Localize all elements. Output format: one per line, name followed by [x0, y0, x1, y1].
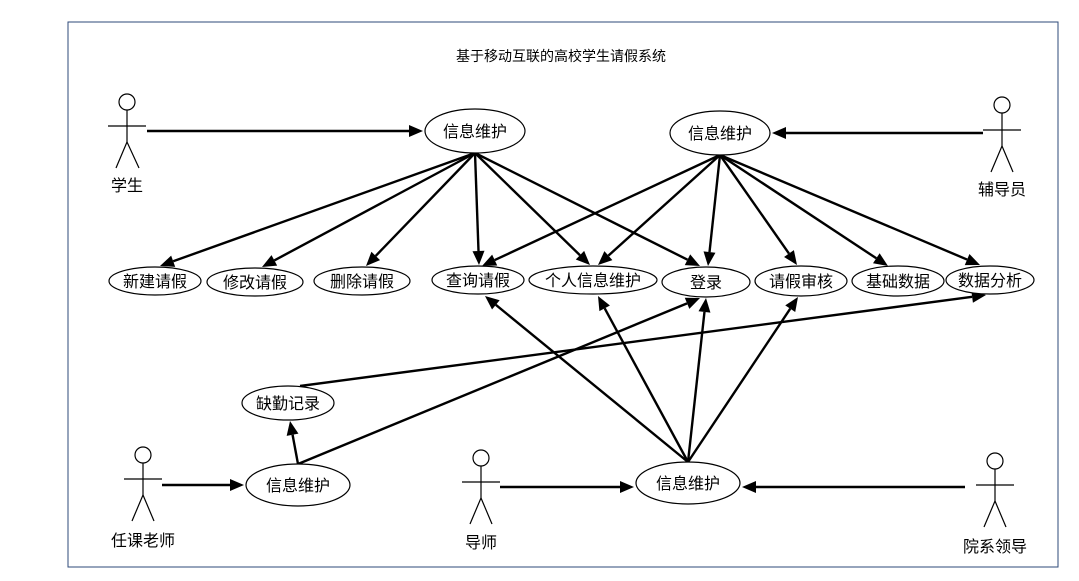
use-case-student-info[interactable]: 信息维护	[424, 108, 526, 154]
use-case-label: 删除请假	[330, 272, 394, 291]
actor-label: 院系领导	[963, 537, 1027, 556]
use-case-label: 个人信息维护	[545, 271, 641, 290]
use-case-label: 请假审核	[769, 272, 833, 291]
actor-course-teacher[interactable]: 任课老师	[111, 446, 175, 550]
use-case-label: 登录	[690, 273, 722, 292]
arrow-cinfo-to-query-leave	[482, 153, 721, 266]
use-case-label: 信息维护	[443, 122, 507, 141]
use-case-label: 数据分析	[958, 271, 1022, 290]
use-case-label: 信息维护	[688, 124, 752, 143]
use-case-login[interactable]: 登录	[661, 266, 751, 298]
use-case-label: 修改请假	[223, 273, 287, 292]
use-case-label: 缺勤记录	[256, 394, 320, 413]
arrow-shared-to-personal-info	[598, 296, 690, 463]
use-case-basic-data[interactable]: 基础数据	[851, 265, 945, 297]
arrow-shared-to-leave-review	[687, 297, 798, 463]
use-case-teacher-info[interactable]: 信息维护	[245, 463, 351, 507]
diagram-title: 基于移动互联的高校学生请假系统	[456, 48, 666, 65]
arrow-tinfo-to-absence	[286, 421, 300, 465]
actor-tutor[interactable]: 导师	[462, 449, 500, 552]
actor-label: 辅导员	[978, 180, 1026, 199]
arrow-info-to-personal-info	[474, 152, 590, 265]
arrow-cinfo-to-login	[703, 154, 722, 266]
actor-counselor[interactable]: 辅导员	[978, 96, 1026, 199]
arrow-student-to-info	[147, 125, 423, 137]
arrow-absence-to-data-analysis	[299, 290, 986, 388]
arrow-info-to-query-leave	[472, 152, 485, 265]
arrow-info-to-login	[474, 151, 700, 266]
use-case-label: 信息维护	[656, 474, 720, 493]
use-case-label: 新建请假	[123, 272, 187, 291]
use-case-absence-record[interactable]: 缺勤记录	[241, 385, 335, 421]
actor-dept-leader[interactable]: 院系领导	[963, 452, 1027, 556]
arrow-cinfo-to-data-analysis	[719, 153, 980, 266]
arrow-shared-to-login	[686, 298, 711, 463]
use-case-delete-leave[interactable]: 删除请假	[313, 266, 411, 296]
arrow-cinfo-to-leave-review	[719, 154, 797, 265]
arrow-shared-to-query-leave	[485, 296, 689, 463]
use-case-new-leave[interactable]: 新建请假	[108, 266, 202, 296]
association-arrows	[147, 125, 986, 493]
use-case-modify-leave[interactable]: 修改请假	[206, 267, 304, 297]
arrow-cinfo-to-basic-data	[719, 153, 888, 266]
use-case-label: 查询请假	[446, 271, 510, 290]
use-case-label: 信息维护	[266, 476, 330, 495]
actor-label: 导师	[465, 533, 497, 552]
use-case-personal-info[interactable]: 个人信息维护	[528, 265, 658, 295]
arrow-tutor-to-shared	[500, 481, 634, 493]
use-case-query-leave[interactable]: 查询请假	[431, 265, 525, 295]
arrow-cinfo-to-personal-info	[598, 154, 721, 265]
arrow-info-to-new-leave	[160, 151, 476, 267]
arrow-info-to-modify-leave	[262, 151, 476, 267]
actor-label: 学生	[111, 176, 143, 195]
actor-student[interactable]: 学生	[108, 93, 146, 195]
use-case-shared-info[interactable]: 信息维护	[635, 461, 741, 505]
use-case-leave-review[interactable]: 请假审核	[754, 265, 848, 297]
actor-label: 任课老师	[111, 531, 175, 550]
arrow-teacher-to-info	[162, 479, 244, 491]
use-case-counselor-info[interactable]: 信息维护	[669, 110, 771, 156]
use-case-data-analysis[interactable]: 数据分析	[945, 265, 1035, 295]
use-case-label: 基础数据	[866, 272, 930, 291]
arrow-info-to-delete-leave	[366, 152, 476, 266]
arrow-leader-to-shared	[742, 481, 965, 493]
arrow-tinfo-to-login	[297, 297, 700, 466]
arrow-counselor-to-info	[772, 127, 983, 139]
